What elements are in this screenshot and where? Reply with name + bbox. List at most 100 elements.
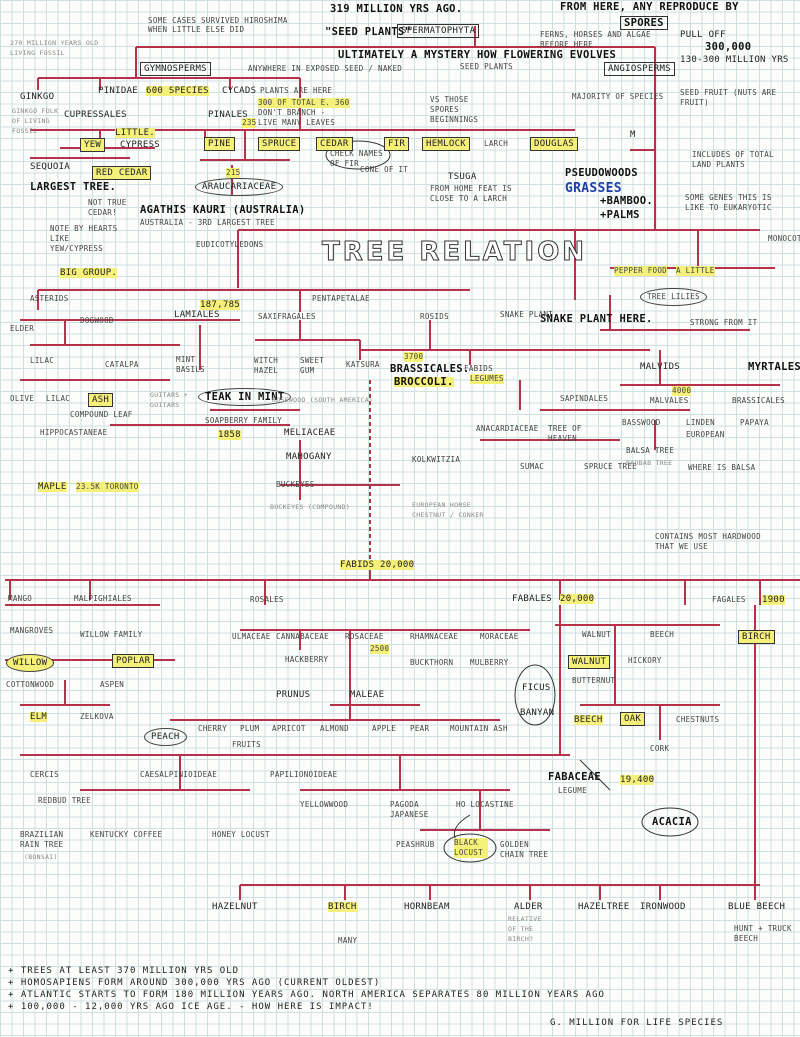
chestnuts: CHESTNUTS xyxy=(676,715,720,724)
palms: +PALMS xyxy=(600,209,640,221)
cannabaceae: CANNABACEAE xyxy=(276,632,329,641)
cone-note: CONE OF IT xyxy=(360,165,409,174)
spores-box: SPORES xyxy=(620,16,668,30)
rhamnaceae: RHAMNACEAE xyxy=(410,632,459,641)
pine: PINE xyxy=(204,137,235,151)
sumac: SUMAC xyxy=(520,462,545,471)
apricot: APRICOT xyxy=(272,724,306,733)
meliaceae: MELIACEAE xyxy=(284,428,336,438)
legumes: LEGUMES xyxy=(470,374,504,384)
big-group: BIG GROUP. xyxy=(60,268,118,278)
hickory: HICKORY xyxy=(628,656,662,665)
pinidae: PINIDAE xyxy=(98,86,139,96)
rosaceae: ROSACEAE xyxy=(345,632,384,641)
araucaria-count: 215 xyxy=(226,168,241,178)
hornbeam: HORNBEAM xyxy=(404,902,450,912)
witch-hazel: WITCH HAZEL xyxy=(254,356,279,375)
yew: YEW xyxy=(80,138,106,152)
sequoia: SEQUOIA xyxy=(30,162,71,172)
seed-plants-2: SEED PLANTS xyxy=(460,62,513,71)
zelkova: ZELKOVA xyxy=(80,712,114,721)
ulmaceae: ULMACEAE xyxy=(232,632,271,641)
ficus: FICUS xyxy=(522,683,551,693)
agathis-2: AUSTRALIA - 3RD LARGEST TREE xyxy=(140,218,275,227)
maple: MAPLE xyxy=(38,482,67,492)
maple-count: 23.5K TORONTO xyxy=(76,482,139,492)
lamiales: LAMIALES xyxy=(174,310,220,320)
ginkgo: GINKGO xyxy=(20,92,55,102)
full-off: PULL OFF xyxy=(680,30,726,40)
contains-hardwood: CONTAINS MOST HARDWOOD THAT WE USE xyxy=(655,532,761,551)
sweet-gum: SWEET GUM xyxy=(300,356,325,375)
rosewood: ROSEWOOD (SOUTH AMERICA) xyxy=(272,396,374,404)
tree-of-heaven: TREE OF HEAVEN xyxy=(548,424,582,443)
strong-note: STRONG FROM IT xyxy=(690,318,758,327)
before-here: BEFORE HERE xyxy=(540,40,593,49)
fagales: FAGALES xyxy=(712,595,746,604)
poplar: POPLAR xyxy=(112,654,155,668)
lilac-2: LILAC xyxy=(46,394,71,403)
monocots: MONOCOTS xyxy=(768,234,800,243)
pagoda: PAGODA JAPANESE xyxy=(390,800,429,819)
cupressales: CUPRESSALES xyxy=(64,110,127,120)
alder-note: RELATIVE OF THE BIRCH? xyxy=(508,915,542,943)
rosids: ROSIDS xyxy=(420,312,449,321)
hazeltree: HAZELTREE xyxy=(578,902,630,912)
grasses: GRASSES xyxy=(565,181,622,196)
ash: ASH xyxy=(88,393,114,407)
pinales-note: DON'T BRANCH - LIVE MANY LEAVES xyxy=(258,108,336,127)
pinales-count: 235 xyxy=(242,118,257,128)
kentucky-coffee: KENTUCKY COFFEE xyxy=(90,830,163,839)
guitars: GUITARS + GUITARS xyxy=(150,391,188,409)
mountain-ash: MOUNTAIN ASH xyxy=(450,724,508,733)
pentapetalae: PENTAPETALAE xyxy=(312,294,370,303)
spruce-tree: SPRUCE TREE xyxy=(584,462,637,471)
cypress: CYPRESS xyxy=(120,140,161,150)
some-genes: SOME GENES THIS IS LIKE TO EUKARYOTIC xyxy=(685,193,772,212)
m-mark: M xyxy=(630,130,636,140)
caesalpinioideae: CAESALPINIOIDEAE xyxy=(140,770,218,779)
pear: PEAR xyxy=(410,724,430,733)
brazilian-rain-tree: BRAZILIAN RAIN TREE xyxy=(20,830,64,849)
araucaria: ARAUCARIACEAE xyxy=(195,178,284,196)
elder: ELDER xyxy=(10,324,35,333)
kolkwitzia: KOLKWITZIA xyxy=(412,455,461,464)
yellowwood: YELLOWWOOD xyxy=(300,800,349,809)
hunt-beech: HUNT + TRUCK BEECH xyxy=(734,924,792,943)
redbud: REDBUD TREE xyxy=(38,796,91,805)
eudicots: EUDICOTYLEDONS xyxy=(196,240,264,249)
soapberry-count: 1858 xyxy=(218,430,241,440)
heartwood-note: NOTE BY HEARTS LIKE YEW/CYPRESS xyxy=(50,224,118,253)
walnut-family: WALNUT xyxy=(582,630,611,639)
pepper: PEPPER FOOD xyxy=(614,266,667,276)
beech-family: BEECH xyxy=(650,630,675,639)
european-chestnut: EUROPEAN HORSE CHESTNUT / CONKER xyxy=(412,501,484,519)
legume: LEGUME xyxy=(558,786,587,795)
check-note: CHECK NAMES OF FIR xyxy=(330,149,383,168)
malvales-count: 4000 xyxy=(672,386,692,396)
not-true-cedar: NOT TRUE CEDAR! xyxy=(88,198,127,217)
ho-locastine: HO LOCASTINE xyxy=(456,800,514,809)
basswood: BASSWOOD xyxy=(622,418,661,427)
compound-leaf: COMPOUND LEAF xyxy=(70,410,133,419)
baobab: BAOBAB TREE xyxy=(626,459,673,467)
cycads-pct: 300 OF TOTAL E. 360 xyxy=(258,98,350,108)
papaya: PAPAYA xyxy=(740,418,769,427)
spore-time: 319 MILLION YRS AGO. xyxy=(330,3,463,15)
teak: TEAK IN MINT xyxy=(198,388,292,406)
num-species: 300,000 xyxy=(705,41,752,53)
catalpa: CATALPA xyxy=(105,360,139,369)
agathis: AGATHIS KAURI (AUSTRALIA) xyxy=(140,204,306,216)
papilionoideae: PAPILIONOIDEAE xyxy=(270,770,338,779)
maleae: MALEAE xyxy=(350,690,385,700)
cottonwood: COTTONWOOD xyxy=(6,680,55,689)
brassic-count: 3700 xyxy=(404,352,424,362)
seed-plants: "SEED PLANTS" xyxy=(325,26,412,38)
years-range: 130-300 MILLION YRS xyxy=(680,55,789,65)
mystery-note: ULTIMATELY A MYSTERY HOW FLOWERING EVOLV… xyxy=(338,49,617,61)
balsa: BALSA TREE xyxy=(626,446,675,455)
buckeyes: BUCKEYES xyxy=(276,480,315,489)
million-note: 270 MILLION YEARS OLD LIVING FOSSIL xyxy=(10,39,99,57)
honey-locust: HONEY LOCUST xyxy=(212,830,270,839)
